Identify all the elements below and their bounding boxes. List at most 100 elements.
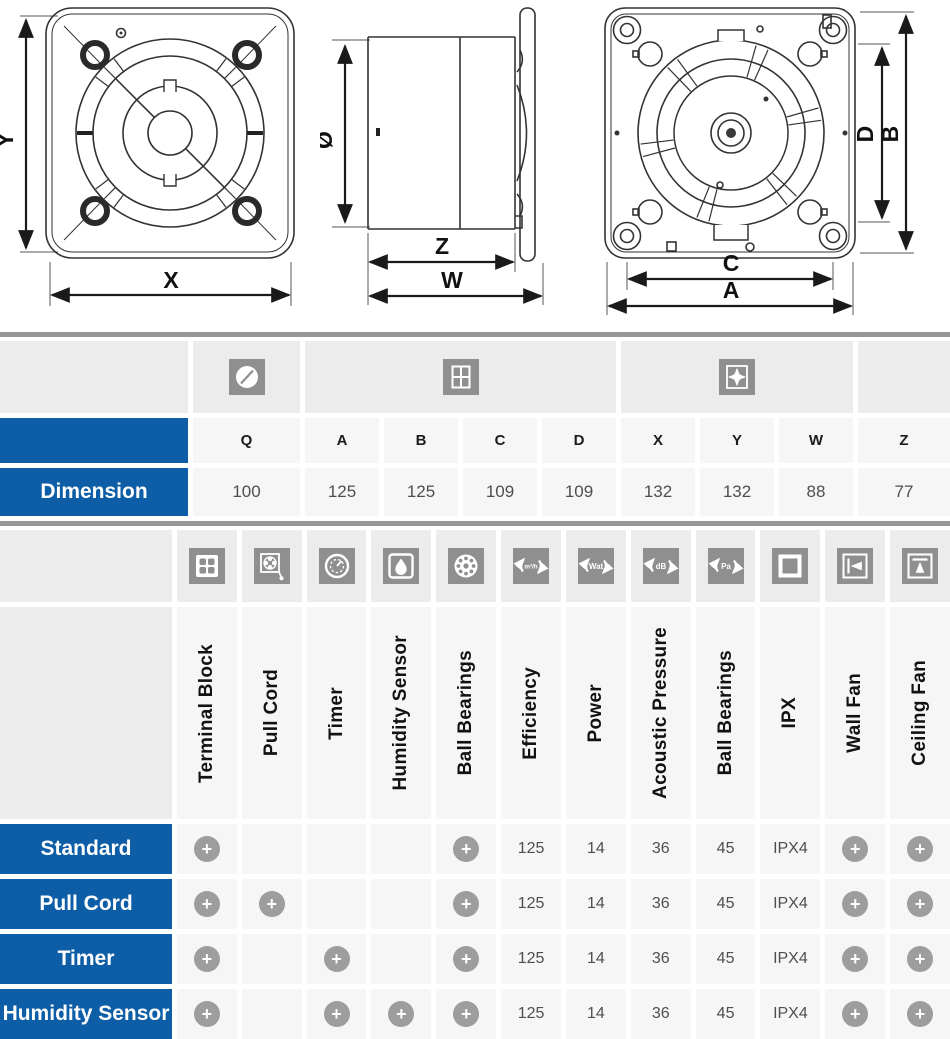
dim-value-d: 109 [542,468,616,516]
dim-col-header-d: D [542,418,616,463]
frame-dimensions-icon [442,359,479,395]
feature-cell: + [306,989,367,1039]
dim-col-header-a: A [305,418,379,463]
feature-col-label: Timer [325,686,347,740]
feature-col-efficiency: Efficiency [501,607,561,819]
feature-cell [306,824,367,874]
feature-cell: 125 [501,989,561,1039]
ipx-icon-cell [760,530,821,602]
dim-value-x: 132 [621,468,695,516]
feature-cell [371,824,432,874]
dim-col-header-w: W [779,418,853,463]
dimension-row-label: Dimension [0,468,188,516]
dimension-table-blank-cell [858,341,950,413]
section-divider-top [0,332,950,337]
feature-col-label: Power [584,683,606,743]
side-total-depth-label: W [441,267,463,293]
pull-cord-icon [253,548,290,584]
feature-cell: 14 [565,989,626,1039]
feature-col-label: Acoustic Pressure [649,627,671,799]
dim-col-header-b: B [384,418,458,463]
pa-pressure-icon: Pa [707,548,744,584]
feature-cell: 36 [630,934,691,984]
feature-cell [371,879,432,929]
feature-col-label: IPX [779,697,801,729]
feature-col-ball-bearings: Ball Bearings [436,607,497,819]
feature-cell: + [241,879,302,929]
power-icon: Wat [577,548,614,584]
dimension-header-spacer [0,418,188,463]
feature-cell: + [436,989,497,1039]
feature-col-timer: Timer [306,607,367,819]
acoustic-pressure-icon-cell: dB [630,530,691,602]
efficiency-icon-cell: m³/h [501,530,561,602]
feature-cell: + [825,824,886,874]
feature-col-pull-cord: Pull Cord [241,607,302,819]
feature-label-spacer [0,607,172,819]
terminal-block-icon-cell [177,530,237,602]
wall-fan-icon-cell [825,530,886,602]
feature-cell: 45 [695,934,756,984]
front-view-drawing: Y [0,7,295,306]
feature-cell: 36 [630,989,691,1039]
terminal-block-icon [188,548,225,584]
feature-cell [241,934,302,984]
row-header-timer: Timer [0,934,172,984]
dim-value-z: 77 [858,468,950,516]
feature-table: m³/h Wat dB Pa [0,530,950,1039]
feature-cell: + [825,879,886,929]
pull-cord-icon-cell [241,530,302,602]
pa-pressure-icon-text: Pa [721,562,731,571]
section-divider-middle [0,521,950,526]
feature-col-terminal-block: Terminal Block [177,607,237,819]
feature-col-power: Power [565,607,626,819]
back-inner-width-label: C [723,250,740,276]
feature-cell [241,824,302,874]
row-header-pull-cord: Pull Cord [0,879,172,929]
feature-cell: + [371,989,432,1039]
side-view-drawing: Ø Z W [320,7,544,305]
feature-cell: + [177,989,237,1039]
feature-cell: IPX4 [760,879,821,929]
feature-col-label: Ceiling Fan [909,660,931,766]
front-height-label: Y [0,132,18,147]
back-outer-height-label: B [877,126,903,143]
dim-value-w: 88 [779,468,853,516]
ceiling-fan-icon [902,548,939,584]
feature-col-label: Ball Bearings [455,650,477,776]
dim-col-header-x: X [621,418,695,463]
feature-cell: 14 [565,824,626,874]
feature-col-label: Terminal Block [195,643,217,783]
feature-col-label: Pull Cord [260,669,282,757]
feature-cell [306,879,367,929]
feature-cell: + [436,934,497,984]
dim-col-header-c: C [463,418,537,463]
feature-cell: + [436,824,497,874]
feature-cell: + [177,824,237,874]
efficiency-icon-text: m³/h [524,563,537,570]
feature-cell: + [177,934,237,984]
humidity-sensor-icon [383,548,420,584]
ball-bearings-icon-cell [436,530,497,602]
feature-cell: 14 [565,934,626,984]
row-header-humidity-sensor: Humidity Sensor [0,989,172,1039]
diameter-icon [228,359,265,395]
feature-cell: 45 [695,989,756,1039]
feature-cell: + [177,879,237,929]
feature-cell: + [890,934,950,984]
feature-cell: + [825,934,886,984]
feature-cell: 45 [695,879,756,929]
feature-col-ball-bearings-2: Ball Bearings [695,607,756,819]
feature-col-acoustic-pressure: Acoustic Pressure [630,607,691,819]
dim-col-header-q: Q [193,418,300,463]
feature-cell: + [890,824,950,874]
feature-cell: + [825,989,886,1039]
feature-cell: 14 [565,879,626,929]
back-outer-width-label: A [723,277,740,303]
acoustic-pressure-icon: dB [642,548,679,584]
back-inner-height-label: D [852,126,878,143]
feature-cell: IPX4 [760,989,821,1039]
feature-col-ipx: IPX [760,607,821,819]
row-header-standard: Standard [0,824,172,874]
